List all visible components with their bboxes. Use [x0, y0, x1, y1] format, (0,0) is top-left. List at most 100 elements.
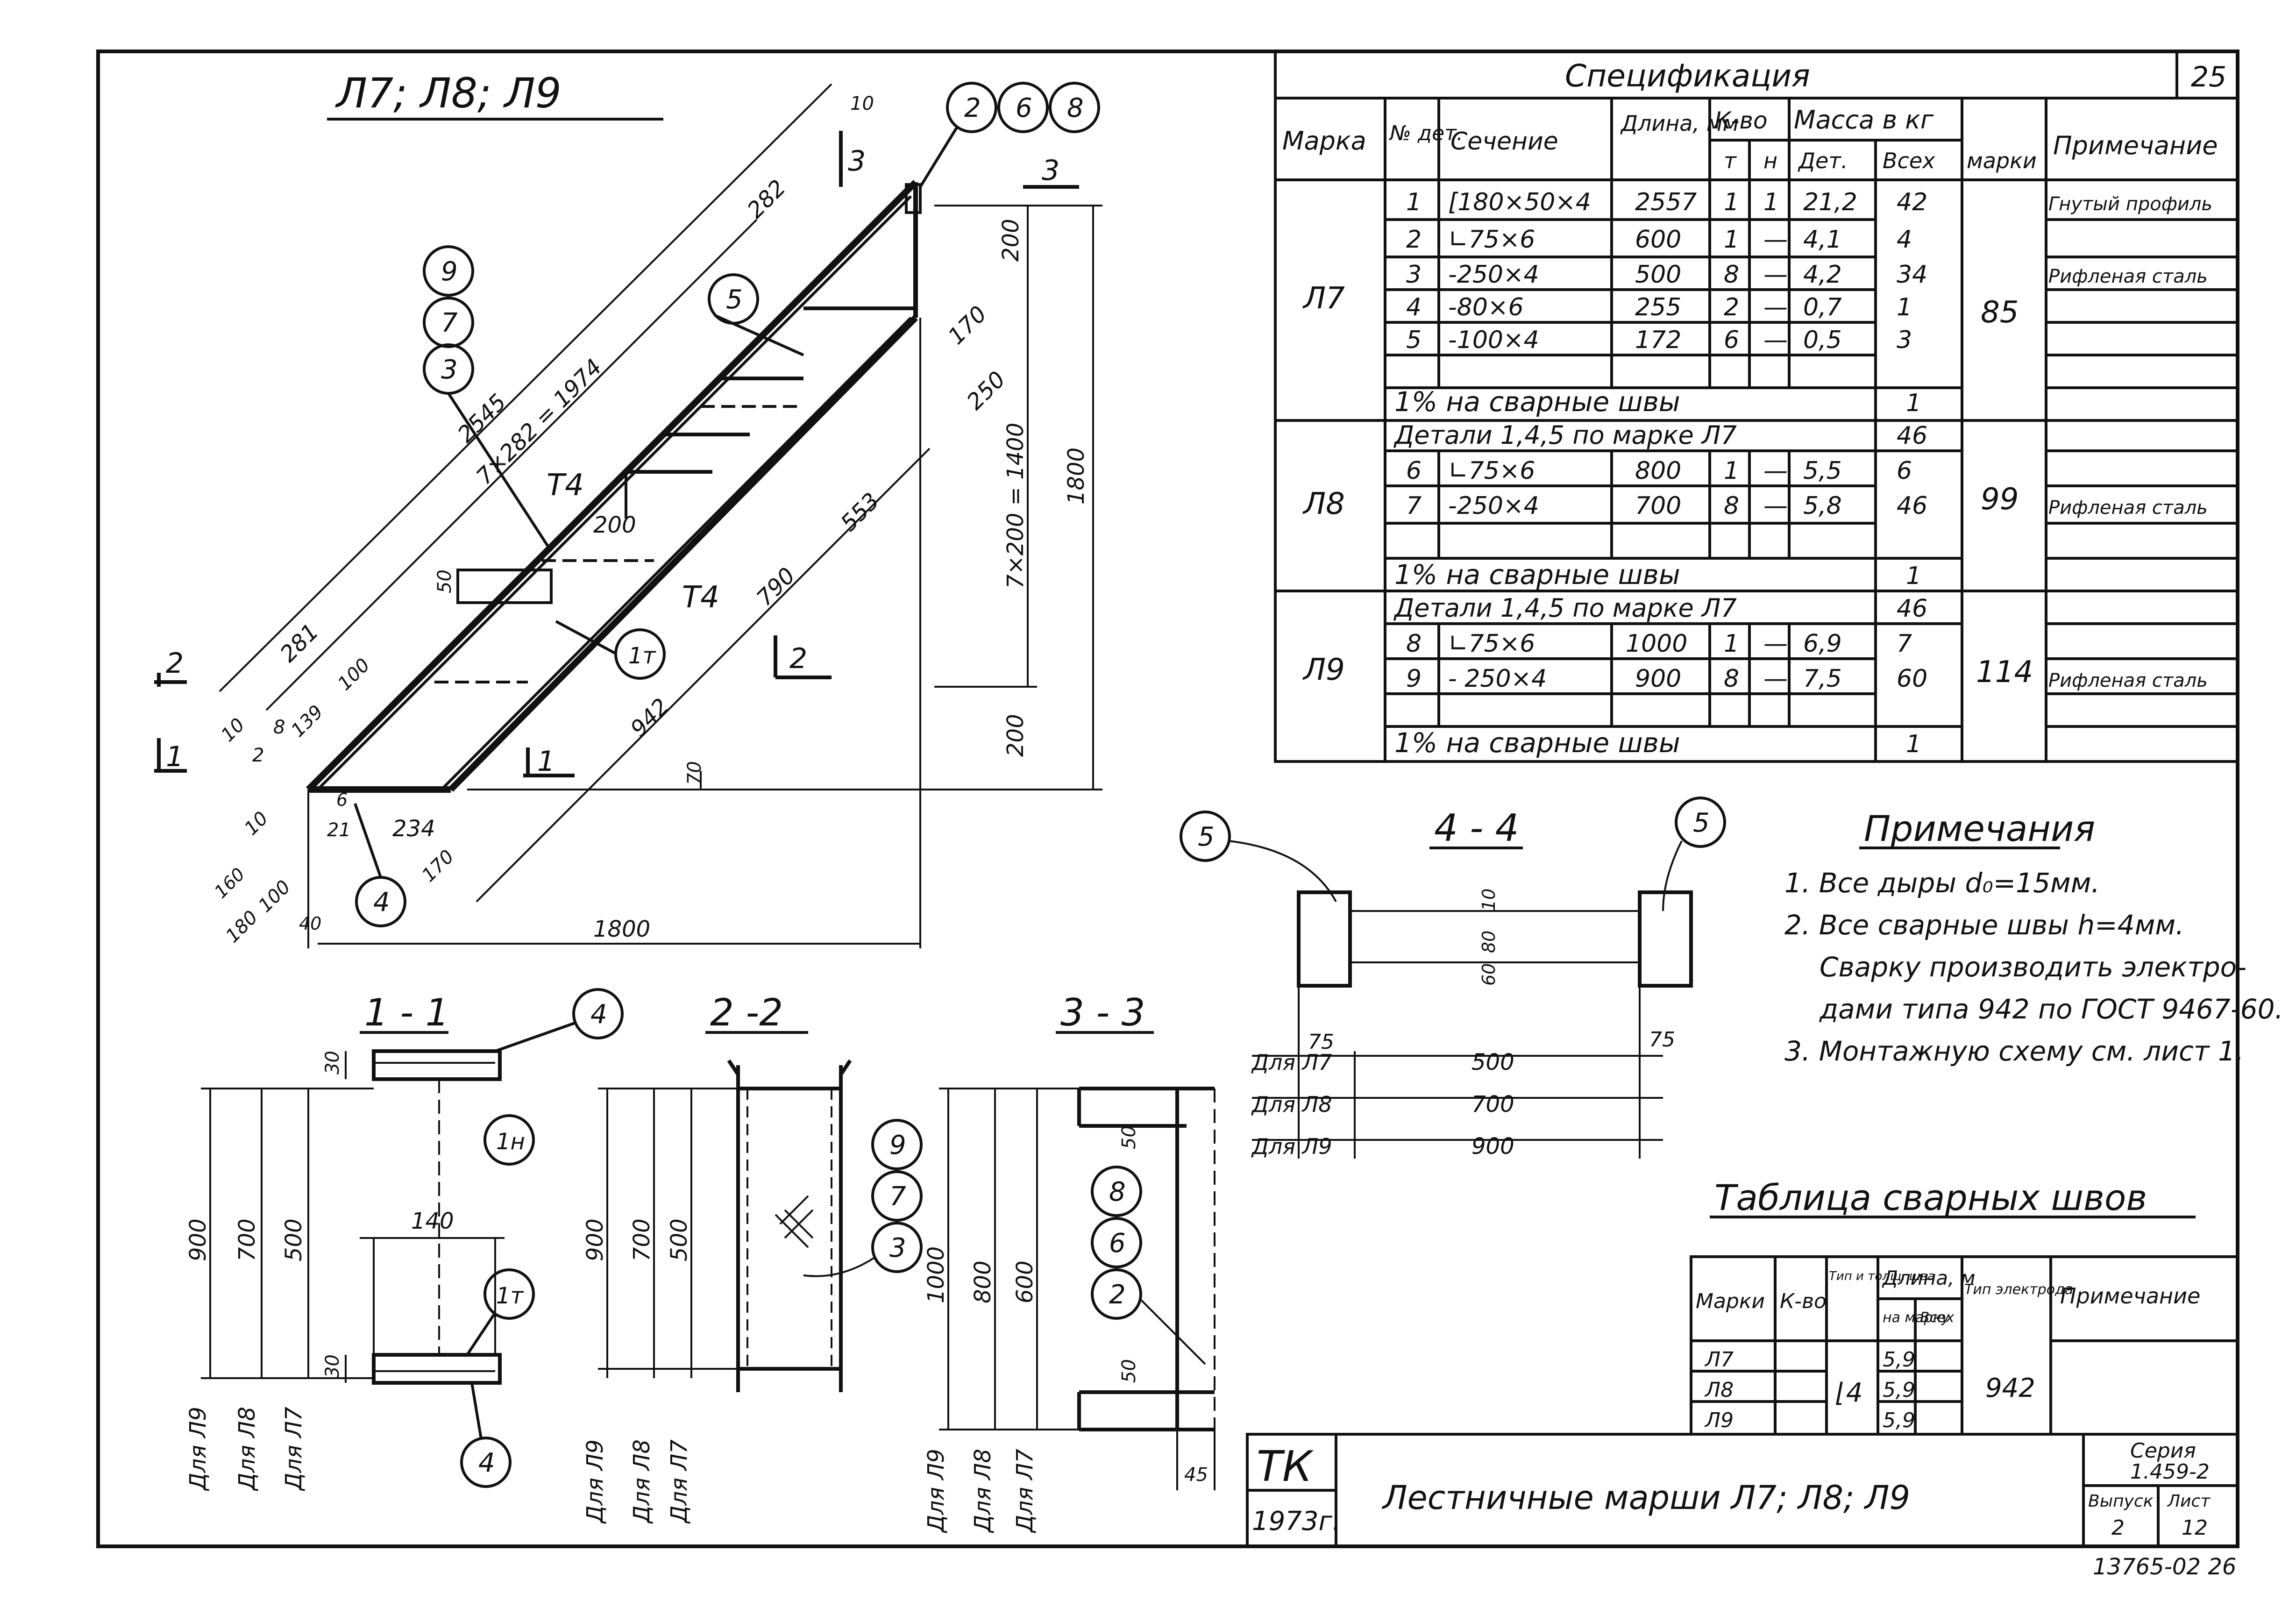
section-11-v500: 500: [281, 1218, 307, 1261]
stamp-issue-label: Выпуск: [2088, 1492, 2154, 1511]
spec-cell-mdet: 0,5: [1803, 326, 1842, 354]
stamp-series-label: Серия: [2130, 1439, 2196, 1463]
spec-cell-section: -100×4: [1448, 326, 1539, 354]
spec-row: 8 ∟75×6 1000 1 — 6,9 7: [1406, 630, 1912, 658]
dim-21: 21: [327, 819, 351, 841]
section-33-dim-50a: 50: [1118, 1125, 1140, 1149]
spec-cell-t: 8: [1724, 261, 1739, 289]
spec-header-length: Длина, мм: [1620, 111, 1739, 136]
spec-weld-mass-l9: 1: [1906, 730, 1921, 758]
dim-790: 790: [752, 562, 800, 611]
spec-cell-section: [180×50×4: [1448, 188, 1591, 216]
note-line-3: Сварку производить электро-: [1820, 951, 2246, 983]
spec-cell-t: 1: [1724, 630, 1739, 658]
spec-header-mark: Марка: [1282, 126, 1366, 156]
spec-cell-t: 1: [1724, 188, 1739, 216]
spec-row: 9 - 250×4 900 8 — 7,5 60 Рифленая сталь: [1406, 665, 2208, 693]
weld-row-len-l7: 5,9: [1883, 1348, 1915, 1372]
stamp-series: 1.459-2: [2130, 1460, 2210, 1484]
callouts-main: [354, 82, 1100, 927]
section-33-for-l7: Для Л7: [1012, 1449, 1038, 1533]
dim-10-a: 10: [217, 714, 249, 747]
spec-cell-mall: 4: [1897, 226, 1912, 254]
spec-cell-mdet: 6,9: [1803, 630, 1842, 658]
spec-cell-length: 800: [1635, 457, 1681, 485]
section-22-title: 2 -2: [710, 991, 783, 1034]
spec-cell-n: —: [1763, 326, 1788, 354]
spec-cell-n: —: [1763, 261, 1788, 289]
weld-header-note: Примечание: [2060, 1283, 2200, 1309]
section-22-dim-lines: [598, 1088, 738, 1378]
note-line-2: 2. Все сварные швы h=4мм.: [1784, 909, 2184, 941]
stamp-org: ТК: [1257, 1442, 1314, 1491]
spec-row: 5 -100×4 172 6 — 0,5 3: [1406, 326, 1912, 354]
dim-2545: 2545: [453, 389, 512, 448]
spec-cell-mdet: 4,1: [1803, 226, 1842, 254]
weld-header-len-mark: на марку: [1883, 1309, 1950, 1326]
callout-6-label: 6: [1016, 93, 1032, 123]
section-33-drawing: [1077, 1087, 1216, 1431]
spec-cell-det: 6: [1406, 457, 1422, 485]
spec-total-l8: 99: [1981, 482, 2019, 517]
spec-header-mass-mark: марки: [1967, 148, 2037, 173]
spec-cell-det: 7: [1406, 492, 1422, 520]
spec-cell-length: 500: [1635, 261, 1681, 289]
dim-170-a: 170: [943, 301, 992, 349]
section-22-v500: 500: [666, 1218, 692, 1261]
spec-cell-det: 3: [1406, 261, 1422, 289]
section-44-callout-right: 5: [1693, 808, 1710, 838]
dim-10-top: 10: [850, 93, 874, 114]
callout-3-label: 3: [441, 355, 458, 385]
spec-row: 4 -80×6 255 2 — 0,7 1: [1406, 293, 1912, 321]
section-11-dim-30a: 30: [322, 1051, 343, 1074]
dim-160: 160: [210, 864, 249, 902]
section-markers-main: [154, 131, 1079, 777]
spec-cell-t: 1: [1724, 226, 1739, 254]
section-44-value-l8: 700: [1471, 1091, 1514, 1117]
weld-header-mark: Марки: [1696, 1289, 1765, 1313]
dim-6: 6: [336, 790, 348, 810]
spec-cell-mall: 7: [1897, 630, 1912, 658]
spec-cell-det: 5: [1406, 326, 1422, 354]
section-22-callouts: [803, 1119, 923, 1277]
spec-cell-section: ∟75×6: [1448, 630, 1535, 658]
spec-cell-length: 255: [1635, 293, 1681, 321]
spec-header-mass: Масса в кг: [1794, 105, 1934, 135]
stair-stringer: [306, 180, 922, 793]
section-44-value-l9: 900: [1471, 1133, 1514, 1160]
section-22-callout-3: 3: [889, 1233, 906, 1263]
stamp-year: 1973г.: [1252, 1506, 1341, 1537]
section-33-v1000: 1000: [923, 1246, 949, 1303]
section-cut-4b: T4: [682, 580, 719, 615]
spec-cell-length: 2557: [1635, 188, 1697, 216]
spec-cell-length: 1000: [1626, 630, 1687, 658]
dimension-labels-main: 2545 7×282 = 1974 282 10 200 170 250 553…: [210, 93, 1089, 947]
spec-header-mass-det: Дет.: [1798, 148, 1848, 173]
spec-cell-mall: 46: [1897, 492, 1927, 520]
note-line-5: 3. Монтажную схему см. лист 1.: [1784, 1035, 2244, 1067]
weld-row-mark-l8: Л8: [1704, 1378, 1734, 1402]
weld-header-length: Длина, м: [1882, 1267, 1976, 1289]
weld-row-len-l9: 5,9: [1883, 1409, 1915, 1432]
spec-weld-l7: 1% на сварные швы: [1394, 386, 1680, 418]
section-label-1b: 1: [537, 745, 555, 778]
section-11-drawing: [360, 1049, 505, 1385]
sheet-number: 25: [2191, 61, 2226, 93]
spec-cell-section: ∟75×6: [1448, 457, 1535, 485]
dim-942: 942: [626, 693, 674, 742]
sheet-frame: [96, 50, 2239, 1548]
section-33-dim-45: 45: [1184, 1464, 1208, 1486]
spec-cell-mall: 1: [1897, 293, 1912, 321]
section-11-callouts: [460, 988, 624, 1488]
dim-170-b: 170: [418, 846, 459, 887]
spec-weld-mass-l8: 1: [1906, 562, 1921, 590]
spec-cell-n: —: [1763, 226, 1788, 254]
section-label-2b: 2: [789, 642, 807, 675]
section-33-for-l9: Для Л9: [923, 1449, 949, 1533]
section-44-text: 5 5 10 80 60 75 75 Для Л7 500 Для Л8 700…: [1198, 808, 1710, 1160]
dim-282: 282: [742, 175, 791, 223]
section-33-callout-6: 6: [1109, 1228, 1126, 1259]
section-33-text: 8 6 2 50 50 45 1000 800 600 Для Л9 Для Л…: [923, 1125, 1208, 1533]
callout-labels-main: 2 6 8 9 7 3 5 1т 4: [373, 93, 1084, 918]
